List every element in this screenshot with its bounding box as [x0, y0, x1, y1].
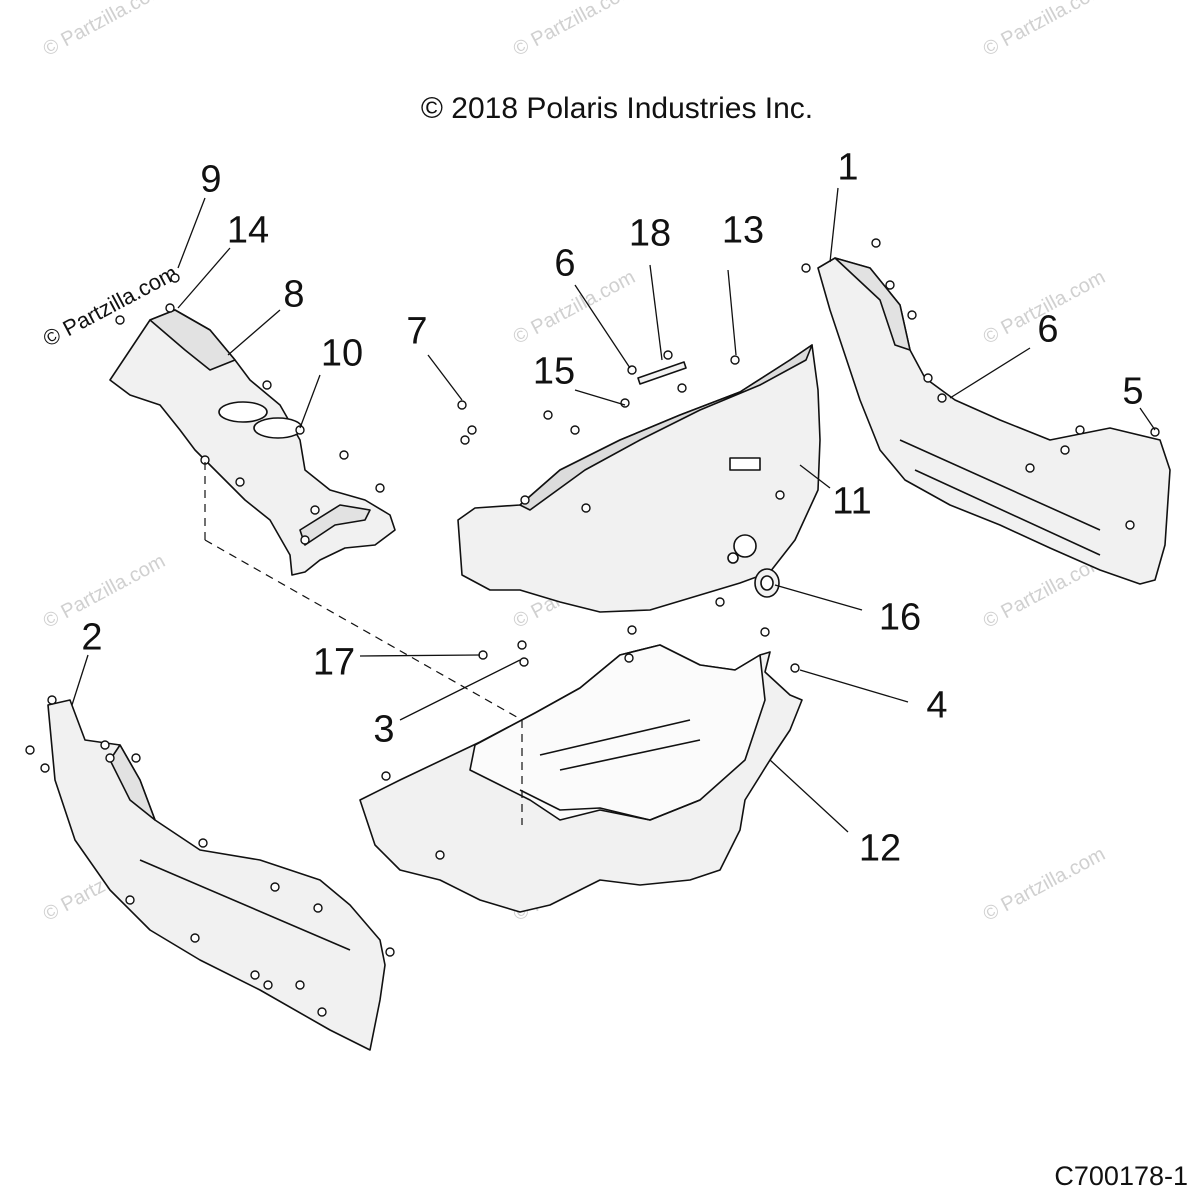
diagram-code: C700178-1 — [1054, 1161, 1188, 1191]
callout-6: 6 — [554, 242, 576, 285]
callout-9: 9 — [200, 158, 222, 201]
callout-11: 11 — [832, 480, 872, 523]
floor-tub-part — [359, 644, 803, 913]
callout-7: 7 — [406, 310, 428, 353]
callout-14: 14 — [226, 209, 270, 252]
grommet-part — [754, 568, 780, 598]
center-console-part — [109, 309, 396, 576]
right-rocker-panel-part — [817, 257, 1171, 585]
callout-13: 13 — [721, 209, 765, 252]
callout-16: 16 — [878, 596, 922, 639]
callout-3: 3 — [373, 708, 395, 751]
copyright-text: © 2018 Polaris Industries Inc. — [420, 92, 814, 125]
callout-6: 6 — [1037, 308, 1059, 351]
bracket-part — [637, 361, 687, 385]
callout-12: 12 — [858, 827, 902, 870]
leader-lines — [71, 187, 1156, 833]
callout-18: 18 — [628, 212, 672, 255]
callout-1: 1 — [837, 146, 859, 189]
alignment-lines — [204, 462, 523, 825]
left-rocker-panel-part — [47, 699, 386, 1051]
callout-2: 2 — [81, 616, 103, 659]
callout-17: 17 — [312, 641, 356, 684]
callout-5: 5 — [1122, 370, 1144, 413]
callout-8: 8 — [283, 273, 305, 316]
callout-10: 10 — [320, 332, 364, 375]
callout-4: 4 — [926, 684, 948, 727]
fasteners — [25, 238, 1160, 1017]
callout-15: 15 — [532, 350, 576, 393]
